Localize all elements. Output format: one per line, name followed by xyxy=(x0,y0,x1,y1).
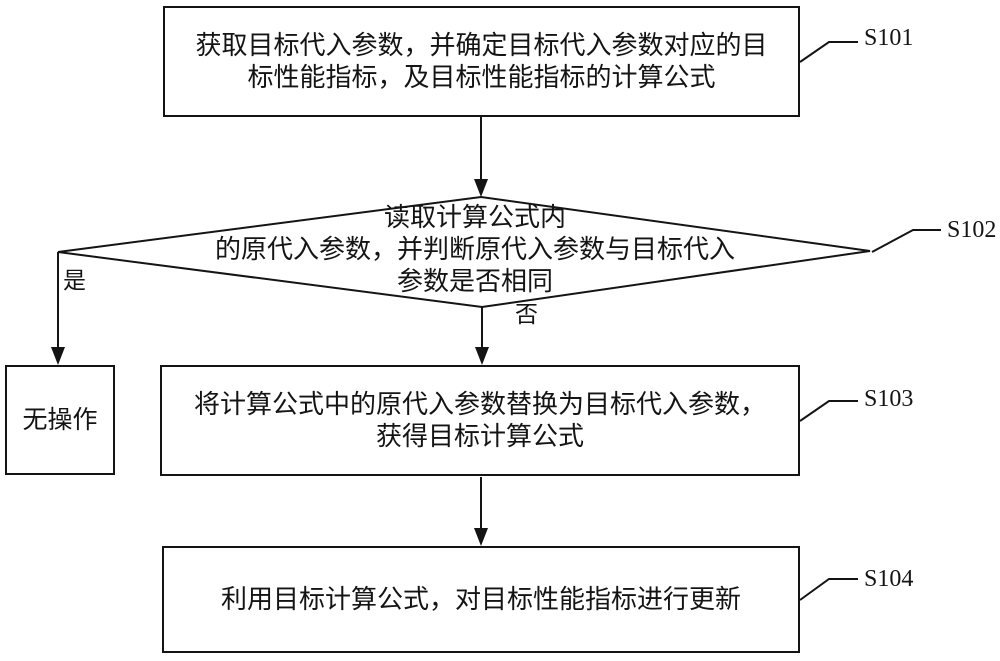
process-box-s104: 利用目标计算公式，对目标性能指标进行更新 xyxy=(162,546,800,653)
noop-box: 无操作 xyxy=(5,365,115,475)
process-box-s101-line2: 标性能指标，及目标性能指标的计算公式 xyxy=(247,62,716,93)
step-label-s102: S102 xyxy=(947,217,997,243)
step-label-s104: S104 xyxy=(864,566,914,592)
decision-line1: 读取计算公式内 xyxy=(383,203,566,233)
leader-line-s104 xyxy=(799,578,858,601)
no-branch-label: 否 xyxy=(515,302,538,328)
noop-box-label: 无操作 xyxy=(22,405,98,434)
yes-branch-label: 是 xyxy=(63,268,86,294)
step-label-s103: S103 xyxy=(864,386,914,412)
leader-line-s103 xyxy=(799,400,858,422)
arrowhead-yes-branch xyxy=(51,347,65,365)
arrowhead-s101-to-decision xyxy=(474,179,488,197)
arrowhead-no-branch xyxy=(475,347,489,365)
process-box-s103: 将计算公式中的原代入参数替换为目标代入参数， 获得目标计算公式 xyxy=(160,365,800,476)
leader-line-s101 xyxy=(799,41,858,63)
step-label-s101: S101 xyxy=(864,25,914,51)
process-box-s103-line1: 将计算公式中的原代入参数替换为目标代入参数， xyxy=(193,389,766,420)
process-box-s104-label: 利用目标计算公式，对目标性能指标进行更新 xyxy=(220,584,741,615)
leader-line-s102 xyxy=(871,229,941,253)
arrowhead-s103-to-s104 xyxy=(474,528,488,546)
decision-diamond-text: 读取计算公式内 的原代入参数，并判断原代入参数与目标代入 参数是否相同 xyxy=(165,202,785,298)
decision-line2: 的原代入参数，并判断原代入参数与目标代入 xyxy=(214,235,735,265)
decision-line3: 参数是否相同 xyxy=(396,267,553,297)
process-box-s101: 获取目标代入参数，并确定目标代入参数对应的目 标性能指标，及目标性能指标的计算公… xyxy=(163,6,800,117)
process-box-s101-line1: 获取目标代入参数，并确定目标代入参数对应的目 xyxy=(195,30,768,61)
process-box-s103-line2: 获得目标计算公式 xyxy=(375,421,584,452)
